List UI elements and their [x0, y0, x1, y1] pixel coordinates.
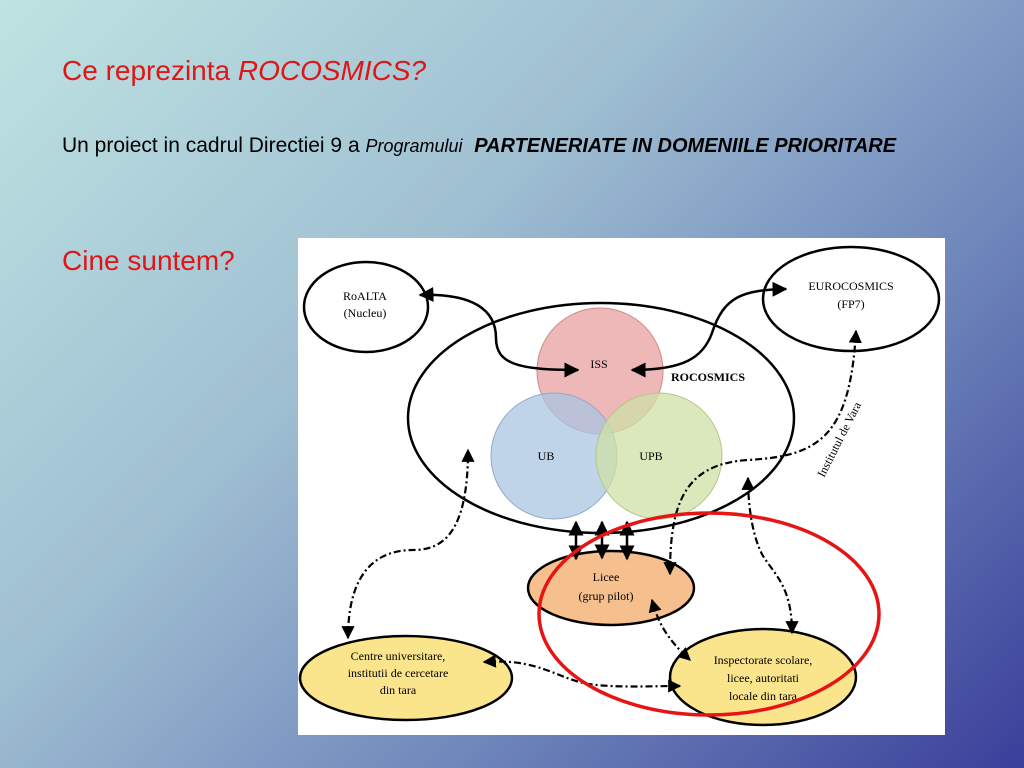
centre-line1: Centre universitare,	[351, 649, 446, 663]
slide-subtitle: Un proiect in cadrul Directiei 9 a Progr…	[62, 131, 1012, 161]
centre-line2: institutii de cercetare	[348, 666, 449, 680]
roalta-line2: (Nucleu)	[344, 306, 387, 320]
section-heading: Cine suntem?	[62, 245, 235, 276]
subtitle-bold: PARTENERIATE IN DOMENIILE PRIORITARE	[474, 135, 897, 157]
subtitle-italic: Programului	[365, 136, 463, 156]
eurocosmics-line2: (FP7)	[837, 297, 864, 311]
dashdot-licee-eurocosmics	[663, 329, 862, 576]
centre-line3: din tara	[380, 683, 417, 697]
inspectorate-line1: Inspectorate scolare,	[714, 653, 813, 667]
dashdot-rocosmics-inspectorate	[741, 476, 799, 635]
title-plain: Ce reprezinta	[62, 55, 238, 86]
subtitle-plain: Un proiect in cadrul Directiei 9 a	[62, 134, 366, 157]
title-italic: ROCOSMICS?	[237, 55, 427, 86]
upb-label: UPB	[639, 449, 662, 463]
roalta-line1: RoALTA	[343, 289, 387, 303]
arrow-roalta-iss	[418, 287, 580, 378]
licee-line1: Licee	[593, 570, 620, 584]
ub-label: UB	[538, 449, 555, 463]
inspectorate-line3: locale din tara	[729, 689, 798, 703]
dashdot-licee-inspectorate	[648, 598, 691, 661]
inspectorate-line2: licee, autoritati	[727, 671, 800, 685]
licee-line2: (grup pilot)	[579, 589, 634, 603]
rocosmics-label: ROCOSMICS	[671, 370, 745, 384]
diagram-panel: ISS UB UPB ROCOSMICS RoALTA (Nucleu) EUR…	[298, 238, 945, 735]
eurocosmics-line1: EUROCOSMICS	[808, 279, 893, 293]
partnership-diagram: ISS UB UPB ROCOSMICS RoALTA (Nucleu) EUR…	[298, 245, 941, 727]
dashdot-centre-rocosmics	[341, 448, 475, 640]
iss-label: ISS	[590, 357, 607, 371]
slide-title: Ce reprezinta ROCOSMICS?	[62, 55, 426, 87]
highlight-ellipse	[537, 511, 881, 717]
